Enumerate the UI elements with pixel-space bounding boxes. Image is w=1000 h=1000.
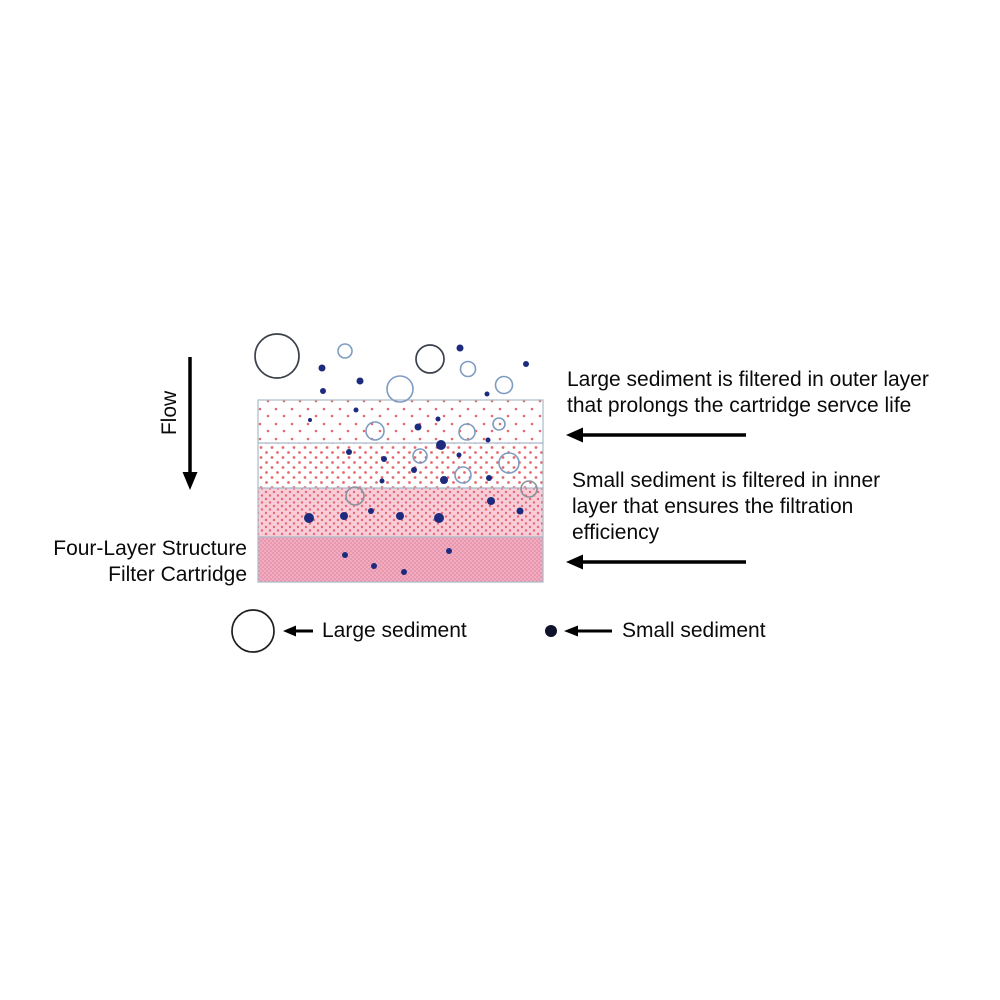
- filter-layer-2: [258, 443, 543, 488]
- outer-layer-arrow-icon: [566, 427, 746, 443]
- cartridge-label-line1: Four-Layer Structure: [53, 537, 247, 560]
- large-sediment-particles: [254, 333, 538, 506]
- annotation-inner-line2: layer that ensures the filtration: [572, 495, 854, 518]
- legend-large-sediment-icon: [231, 609, 313, 653]
- filter-cartridge-layers: [257, 399, 544, 583]
- small-sediment-particles: [304, 344, 529, 575]
- cartridge-label: Four-Layer Structure Filter Cartridge: [17, 536, 247, 588]
- annotation-outer-layer: Large sediment is filtered in outer laye…: [567, 367, 929, 419]
- flow-arrow-icon: [182, 357, 198, 490]
- annotation-outer-line2: that prolongs the cartridge servce life: [567, 394, 912, 417]
- annotation-outer-line1: Large sediment is filtered in outer laye…: [567, 368, 929, 391]
- annotation-inner-line1: Small sediment is filtered in inner: [572, 469, 881, 492]
- filter-layer-1: [258, 400, 543, 443]
- filter-outline: [257, 399, 544, 583]
- flow-label: Flow: [158, 390, 181, 436]
- legend-large-sediment-label: Large sediment: [322, 619, 467, 642]
- inner-layer-arrow-icon: [566, 554, 746, 570]
- legend-small-sediment-label: Small sediment: [622, 619, 766, 642]
- cartridge-label-line2: Filter Cartridge: [108, 563, 247, 586]
- filter-layer-4: [258, 537, 543, 582]
- annotation-inner-line3: efficiency: [572, 521, 660, 544]
- legend-small-sediment-icon: [545, 625, 612, 637]
- annotation-inner-layer: Small sediment is filtered in inner laye…: [572, 468, 880, 546]
